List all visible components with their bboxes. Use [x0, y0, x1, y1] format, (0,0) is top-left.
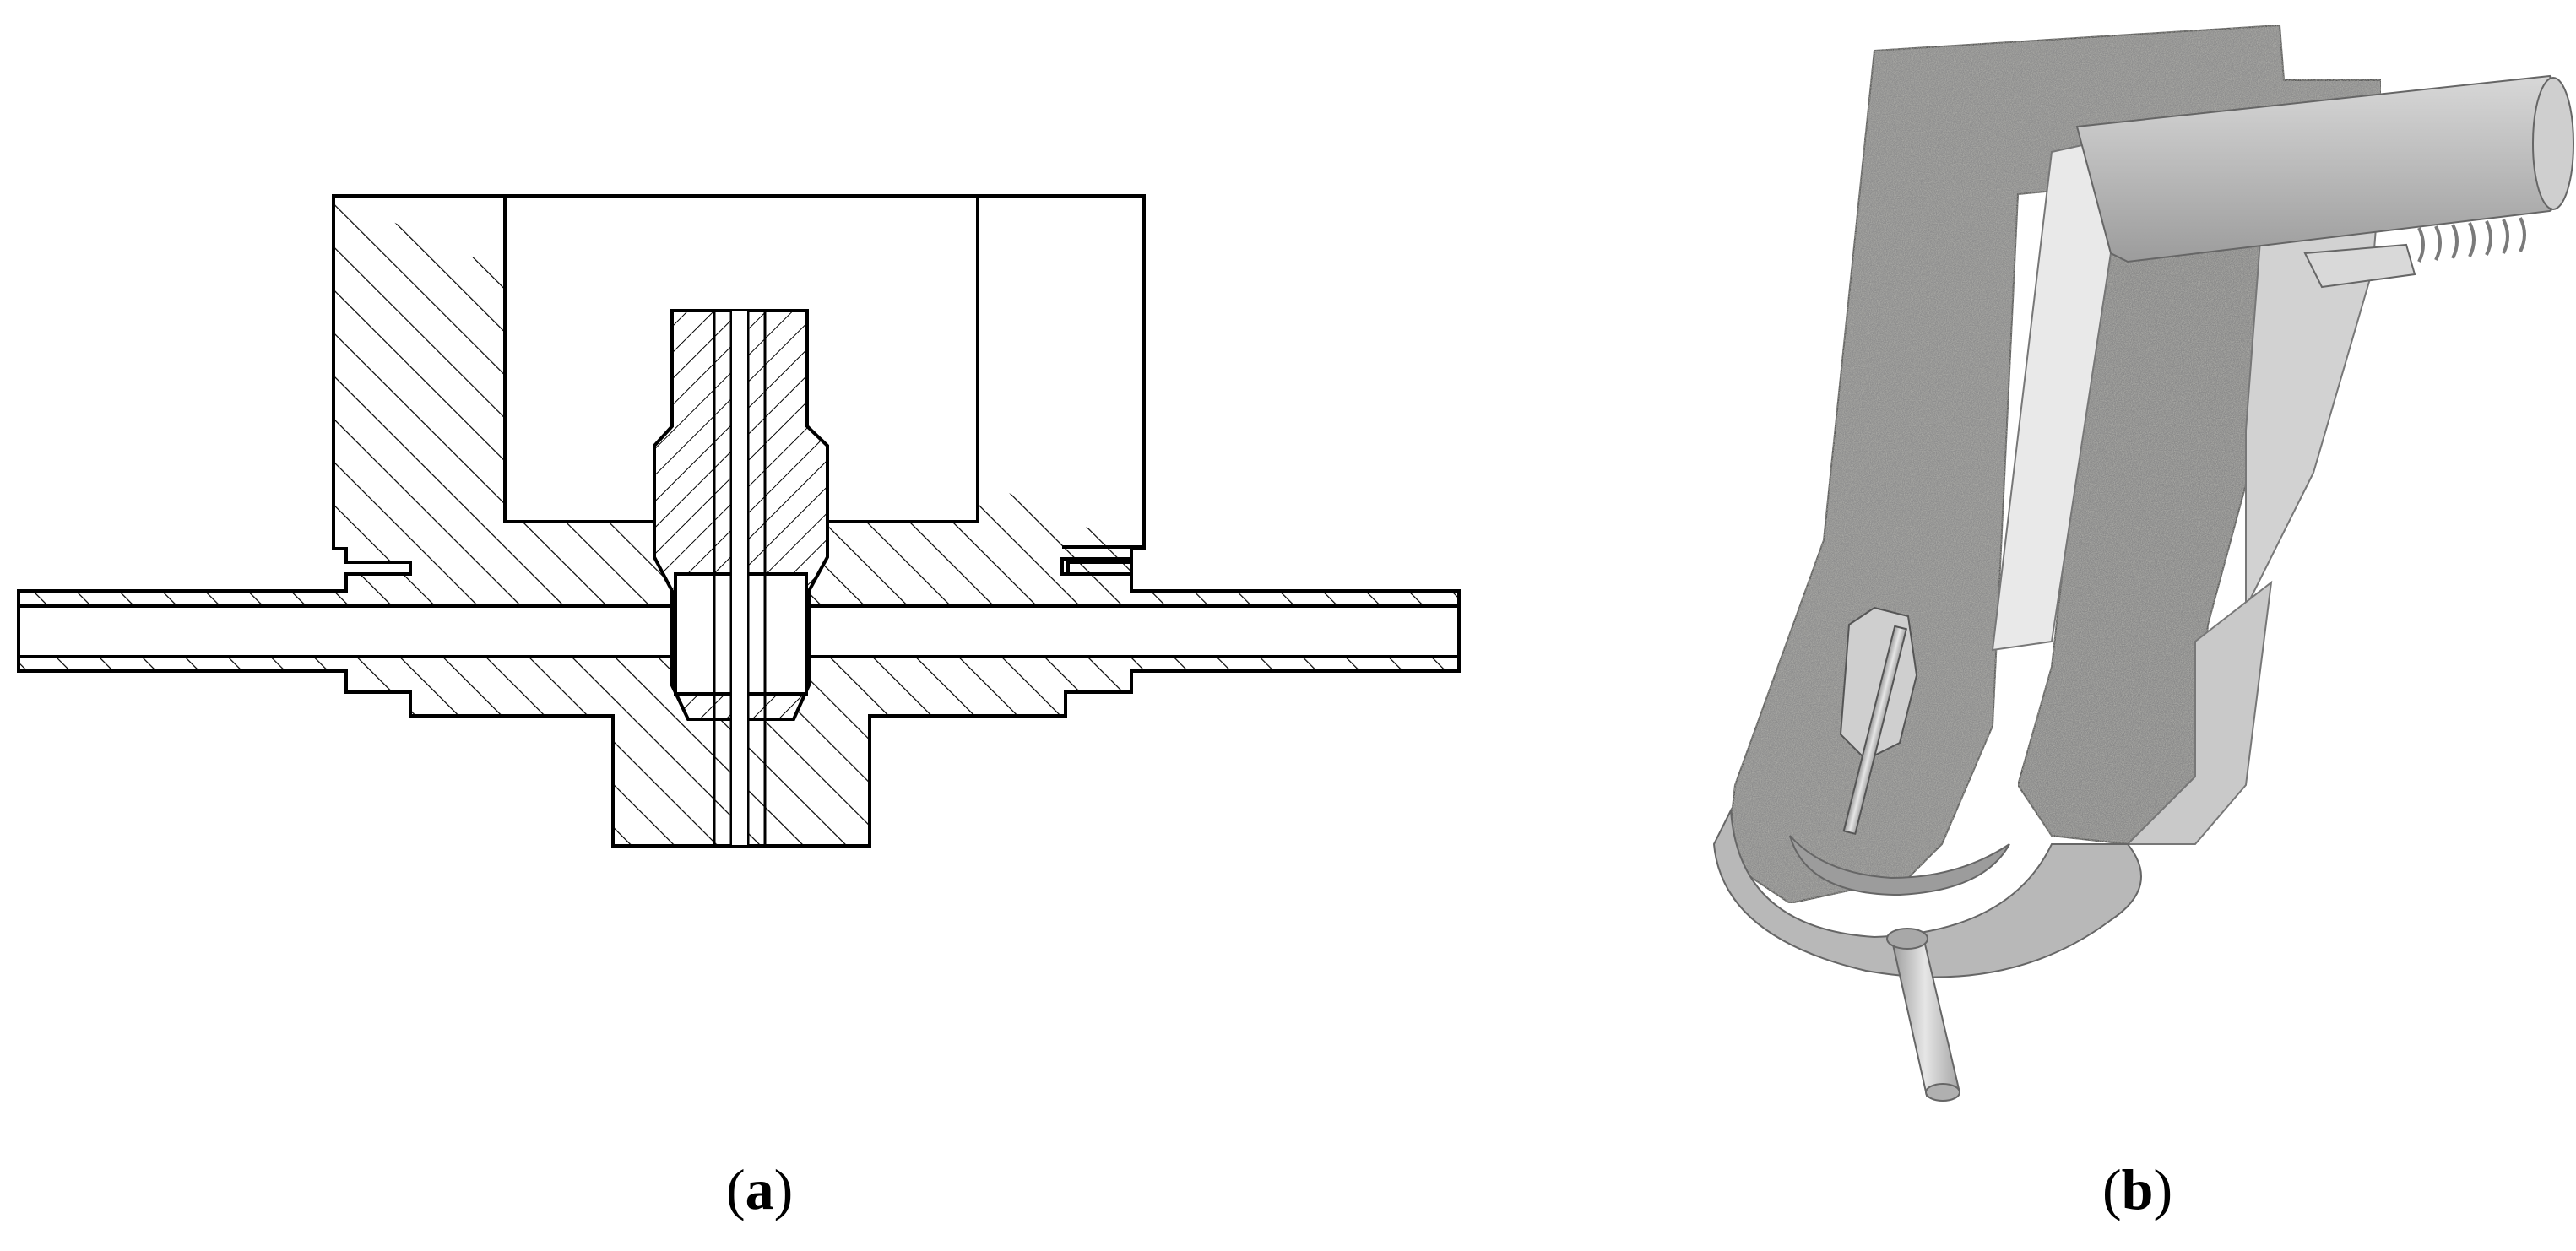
capillary-3d [1842, 625, 1908, 836]
lower-right-face [2125, 580, 2273, 845]
panel-b-cutaway-render: (b) [1655, 0, 2576, 1251]
outlet-tube-end [2532, 77, 2574, 210]
panel-a-caption: (a) [726, 1157, 794, 1221]
base-top-ring [1789, 835, 2010, 896]
exit-tube-collar [1886, 928, 1928, 950]
thread-ridges [2417, 217, 2526, 263]
cutaway-render [1712, 24, 2574, 1102]
cross-section-drawing [17, 194, 1461, 848]
panel-a-cross-section: (a) [17, 194, 1461, 1221]
base-cylinder [1712, 807, 2142, 978]
exit-tube-end [1925, 1083, 1960, 1102]
capillary-bore [730, 310, 749, 847]
thread-collar [2303, 243, 2416, 289]
panel-b-caption: (b) [2102, 1157, 2173, 1221]
